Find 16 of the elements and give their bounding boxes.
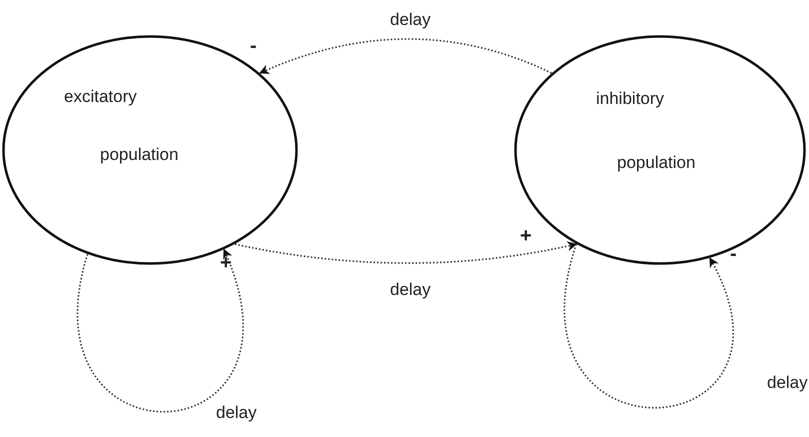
edge-label: delay [388, 280, 433, 300]
node-text: excitatory [64, 87, 137, 107]
dotted-arrow [564, 244, 734, 408]
node-text: population [100, 145, 178, 165]
dotted-arrow [77, 248, 244, 412]
dotted-arrow [234, 241, 578, 264]
sign-label: + [520, 226, 532, 246]
sign-label: + [220, 253, 232, 273]
sign-label: - [250, 36, 257, 56]
edge-label: delay [388, 10, 433, 30]
edge-label: delay [765, 373, 809, 393]
node-text: population [617, 153, 696, 173]
dotted-arrow [259, 38, 552, 74]
edge-label: delay [214, 403, 259, 423]
sign-label: - [730, 244, 737, 264]
node-text: inhibitory [596, 89, 664, 109]
